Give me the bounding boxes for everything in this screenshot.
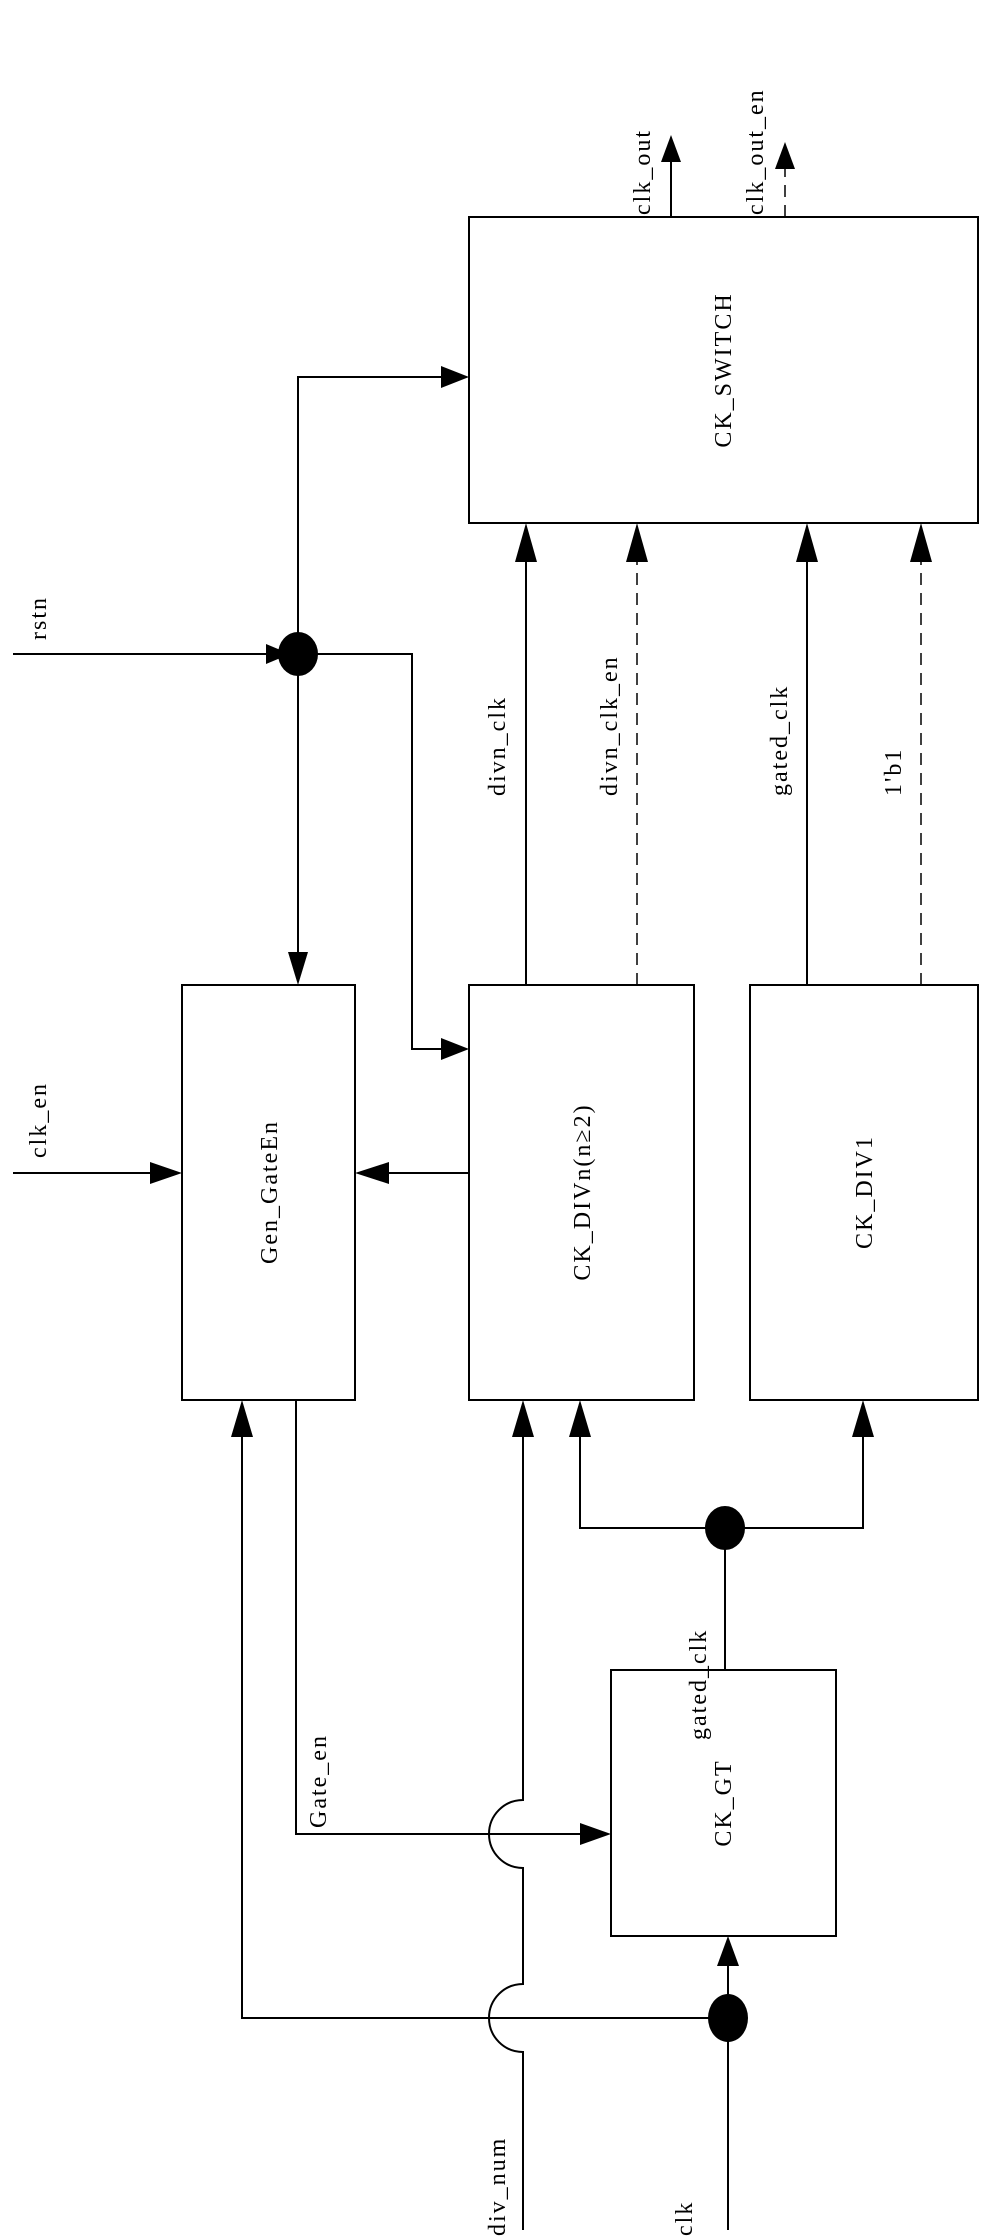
wire-clk-out: clk_out	[630, 129, 681, 217]
wire-clk-en: clk_en	[13, 1082, 182, 1184]
wire-gate-en: Gate_en	[295, 1400, 611, 1845]
wire-divn-clk-en: divn_clk_en	[597, 523, 648, 985]
label-clk: clk	[672, 2201, 698, 2236]
arrow-up-icon	[775, 142, 795, 169]
wire-clk-out-en: clk_out_en	[743, 88, 795, 217]
label-clk-out: clk_out	[630, 129, 656, 215]
arrow-right-icon	[441, 366, 469, 388]
block-label-gen-gateen: Gen_GateEn	[257, 1120, 283, 1264]
block-ck-switch: CK_SWITCH	[468, 216, 979, 524]
label-gated-clk-bottom: gated_clk	[686, 1629, 712, 1740]
wire-one-b1: 1'b1	[881, 523, 932, 985]
label-rstn: rstn	[26, 596, 52, 640]
block-label-ck-gt: CK_GT	[711, 1759, 737, 1846]
wire-gated-clk: gated_clk	[569, 1400, 874, 1740]
arrow-right-icon	[580, 1823, 611, 1845]
arrow-up-icon	[796, 523, 818, 562]
block-ck-gt: CK_GT	[610, 1669, 837, 1937]
arrow-left-icon	[355, 1162, 389, 1184]
arrow-down-icon	[288, 952, 308, 985]
label-divn-clk-en: divn_clk_en	[597, 655, 623, 796]
arrow-up-icon	[569, 1400, 591, 1437]
label-clk-en: clk_en	[26, 1082, 52, 1158]
arrow-up-icon	[852, 1400, 874, 1437]
block-ck-divn: CK_DIVn(n≥2)	[468, 984, 695, 1401]
arrow-up-icon	[231, 1400, 253, 1437]
arrow-up-icon	[515, 523, 537, 562]
label-gate-en: Gate_en	[306, 1734, 332, 1828]
block-gen-gateen: Gen_GateEn	[181, 984, 356, 1401]
wire-rstn: rstn	[13, 366, 469, 1060]
label-div-num: div_num	[485, 2137, 511, 2236]
wire-divn-clk: divn_clk	[485, 523, 537, 985]
block-label-ck-switch: CK_SWITCH	[711, 292, 737, 447]
arrow-up-icon	[512, 1400, 534, 1437]
arrow-up-icon	[661, 135, 681, 162]
label-one-b1: 1'b1	[881, 748, 907, 796]
arrow-up-icon	[717, 1936, 739, 1966]
wire-divn-to-gateen	[355, 1162, 469, 1184]
block-label-ck-divn: CK_DIVn(n≥2)	[570, 1103, 596, 1280]
arrow-right-icon	[150, 1162, 182, 1184]
label-gated-clk-top: gated_clk	[767, 685, 793, 796]
wire-clk: clk	[231, 1400, 748, 2236]
wire-gated-clk-div1: gated_clk	[767, 523, 818, 985]
label-divn-clk: divn_clk	[485, 696, 511, 796]
block-ck-div1: CK_DIV1	[749, 984, 979, 1401]
label-clk-out-en: clk_out_en	[743, 88, 769, 215]
arrow-right-icon	[441, 1038, 469, 1060]
wire-div-num: div_num	[485, 1400, 534, 2236]
block-label-ck-div1: CK_DIV1	[852, 1135, 878, 1249]
arrow-up-icon	[626, 523, 648, 562]
arrow-up-icon	[910, 523, 932, 562]
